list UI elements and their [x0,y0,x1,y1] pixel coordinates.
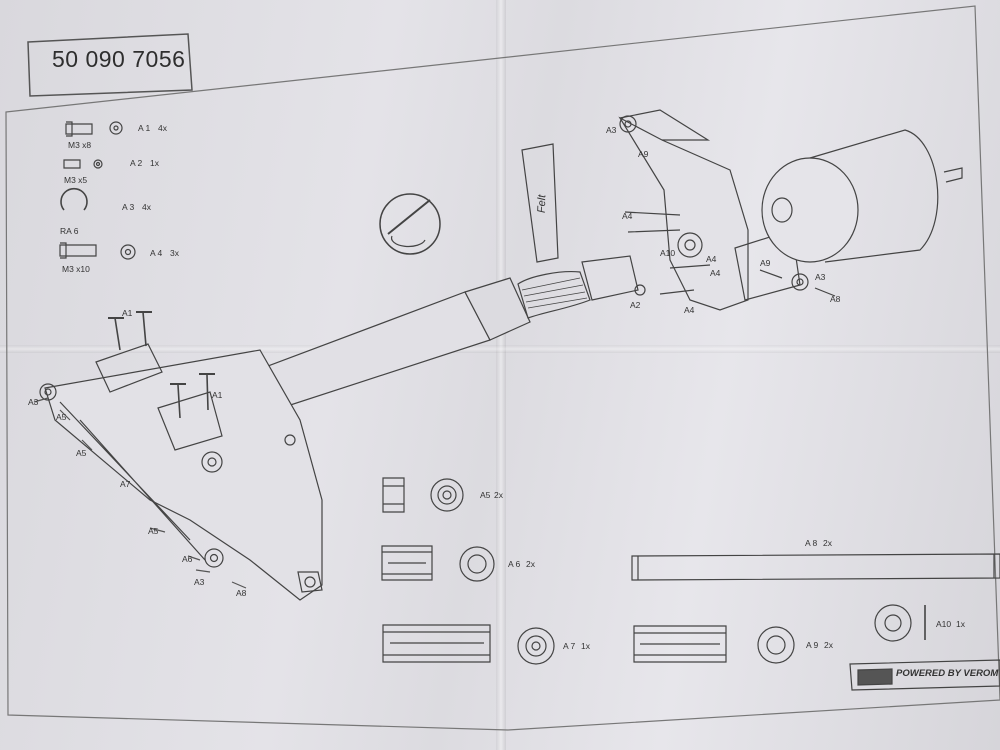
component-a8-ref: A 8 [805,538,818,548]
callout-a3-top: A3 [606,125,617,135]
washer-a1-icon [109,121,123,135]
size-m3x5: M3 x5 [64,175,87,185]
parts-list-graphics [59,121,136,260]
nut-a2-icon [93,159,103,169]
e-clip-ra6-icon [60,187,88,211]
component-a7-qty: 1x [581,641,591,651]
callout-a5-mid: A5 [76,448,87,458]
footer-brand: POWERED BY VEROM [896,668,999,679]
callout-a8-bottom: A8 [236,588,247,598]
ref-a4: A 4 [150,248,163,258]
callout-a3-right: A3 [815,272,826,282]
size-m3x10: M3 x10 [62,264,90,274]
washer-a4-icon [120,244,136,260]
callout-a8-right: A8 [830,294,841,304]
qty-a1: 4x [158,123,168,133]
title-box [27,33,193,97]
component-a8-qty: 2x [823,538,833,548]
mounting-bracket [33,311,323,601]
size-m3x8: M3 x8 [68,140,91,150]
callout-a2: A2 [630,300,641,310]
component-a5-ref: A5 [480,490,491,500]
screw-m3x8-icon [65,121,93,137]
callout-a4-4: A4 [684,305,695,315]
component-a9-ref: A 9 [806,640,819,650]
component-a10-qty: 1x [956,619,966,629]
size-ra6: RA 6 [60,226,79,236]
callout-a9-right: A9 [760,258,771,268]
actuator-tube [249,255,646,411]
screw-m3x10-icon [59,242,97,259]
paper-fold-vertical [496,0,506,750]
qty-a2: 1x [150,158,160,168]
callout-a5-upper: A5 [56,412,67,422]
page-border [5,5,1000,731]
qty-a4: 3x [170,248,180,258]
qty-a3: 4x [142,202,152,212]
ref-a2: A 2 [130,158,143,168]
callout-a1-left: A1 [122,308,133,318]
part-number: 50 090 7056 [52,46,186,72]
paper-fold-horizontal [0,345,1000,353]
screw-m3x5-icon [63,159,81,169]
callout-a6: A6 [182,554,193,564]
component-a5-qty: 2x [494,490,504,500]
callout-a5-lower: A5 [148,526,159,536]
footer-box [849,659,1000,691]
component-a9-qty: 2x [824,640,834,650]
callout-a7: A7 [120,479,131,489]
ref-a1: A 1 [138,123,151,133]
callout-a1-right: A1 [212,390,223,400]
callout-a3-left: A3 [28,397,39,407]
callout-a4-1: A4 [622,211,633,221]
callout-a4-2: A4 [706,254,717,264]
component-a6-ref: A 6 [508,559,521,569]
callout-a3-bottom: A3 [194,577,205,587]
ref-a3: A 3 [122,202,135,212]
vm-logo [857,668,893,686]
callout-a10: A10 [660,248,675,258]
component-a10-ref: A10 [936,619,951,629]
callout-a9-top: A9 [638,149,649,159]
component-a7-ref: A 7 [563,641,576,651]
callout-a4-3: A4 [710,268,721,278]
motor-housing [618,109,963,311]
felt-strip [521,143,559,263]
component-a6-qty: 2x [526,559,536,569]
component-drawings [381,477,1000,665]
felt-label: Felt [536,194,549,214]
